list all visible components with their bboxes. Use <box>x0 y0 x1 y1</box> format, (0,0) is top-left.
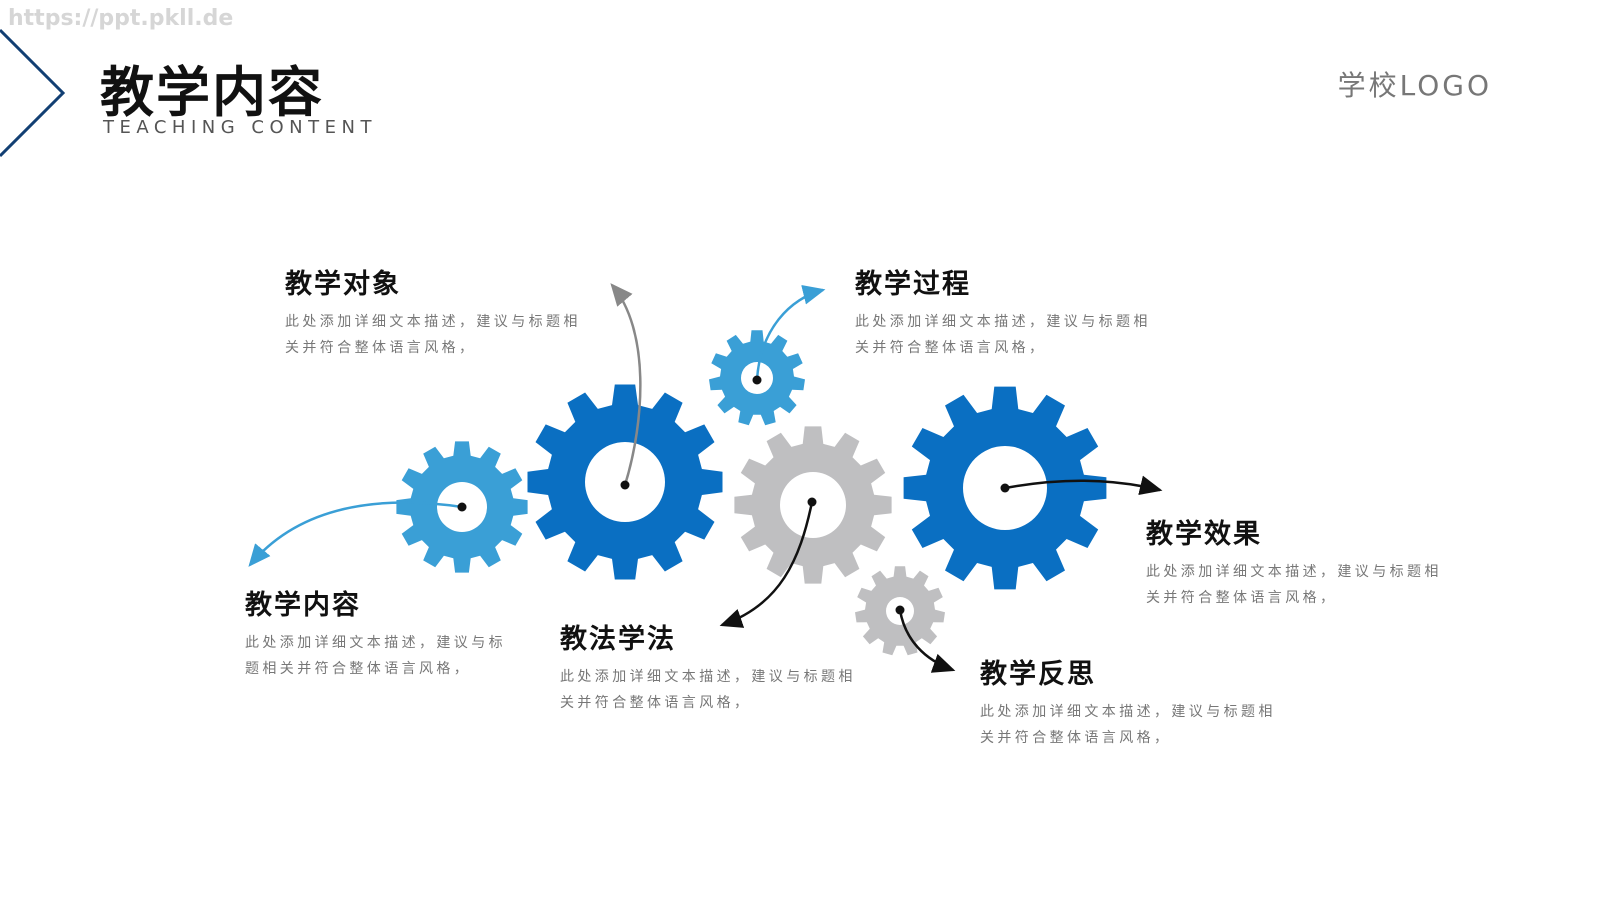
dot-gear-3 <box>752 375 762 385</box>
page-subtitle: TEACHING CONTENT <box>103 117 377 138</box>
arrow-to-jiaoxue-neirong <box>248 501 463 567</box>
item-desc: 此处添加详细文本描述，建议与标题相关并符合整体语言风格， <box>980 704 1276 746</box>
arrow-to-jiaoxue-duixiang <box>610 283 642 486</box>
gear-gray-middle <box>734 426 892 584</box>
dot-gear-1 <box>457 502 467 512</box>
item-title: 教法学法 <box>560 624 676 655</box>
watermark-text: https://ppt.pkll.de <box>8 6 234 31</box>
arrow-to-jiaoxue-fansi <box>898 609 956 673</box>
gear-dark-blue-center <box>527 384 723 580</box>
item-desc: 此处添加详细文本描述，建议与标题相关并符合整体语言风格， <box>855 314 1151 356</box>
gear-light-blue-left <box>396 441 528 573</box>
dot-gear-5 <box>1000 483 1010 493</box>
item-title: 教学过程 <box>855 269 971 300</box>
item-desc: 此处添加详细文本描述，建议与标题相关并符合整体语言风格， <box>245 635 506 677</box>
item-jiaofa-xuefa: 教法学法 此处添加详细文本描述，建议与标题相关并符合整体语言风格， <box>560 617 860 716</box>
item-desc: 此处添加详细文本描述，建议与标题相关并符合整体语言风格， <box>285 314 581 356</box>
gear-dark-blue-right <box>903 386 1107 590</box>
page-title: 教学内容 <box>100 61 324 124</box>
item-title: 教学效果 <box>1146 519 1262 550</box>
dot-gear-2 <box>620 480 630 490</box>
item-jiaoxue-fansi: 教学反思 此处添加详细文本描述，建议与标题相关并符合整体语言风格， <box>980 652 1280 751</box>
item-title: 教学反思 <box>980 659 1096 690</box>
item-jiaoxue-neirong: 教学内容 此处添加详细文本描述，建议与标题相关并符合整体语言风格， <box>245 583 507 682</box>
item-desc: 此处添加详细文本描述，建议与标题相关并符合整体语言风格， <box>560 669 856 711</box>
item-jiaoxue-xiaoguo: 教学效果 此处添加详细文本描述，建议与标题相关并符合整体语言风格， <box>1146 512 1446 611</box>
item-jiaoxue-duixiang: 教学对象 此处添加详细文本描述，建议与标题相关并符合整体语言风格， <box>285 262 585 361</box>
arrow-to-jiaoxue-guocheng <box>755 285 826 381</box>
dot-gear-4 <box>807 497 817 507</box>
item-desc: 此处添加详细文本描述，建议与标题相关并符合整体语言风格， <box>1146 564 1442 606</box>
dot-gear-6 <box>895 605 905 615</box>
arrow-to-jiaofa-xuefa <box>719 501 814 628</box>
gear-gray-small <box>855 566 945 656</box>
gear-light-blue-small <box>709 330 805 426</box>
item-jiaoxue-guocheng: 教学过程 此处添加详细文本描述，建议与标题相关并符合整体语言风格， <box>855 262 1155 361</box>
item-title: 教学内容 <box>245 590 361 621</box>
school-logo: 学校LOGO <box>1337 69 1492 102</box>
arrow-to-jiaoxue-xiaoguo <box>1004 475 1163 496</box>
corner-chevron-decoration <box>0 28 66 158</box>
item-title: 教学对象 <box>285 269 401 300</box>
